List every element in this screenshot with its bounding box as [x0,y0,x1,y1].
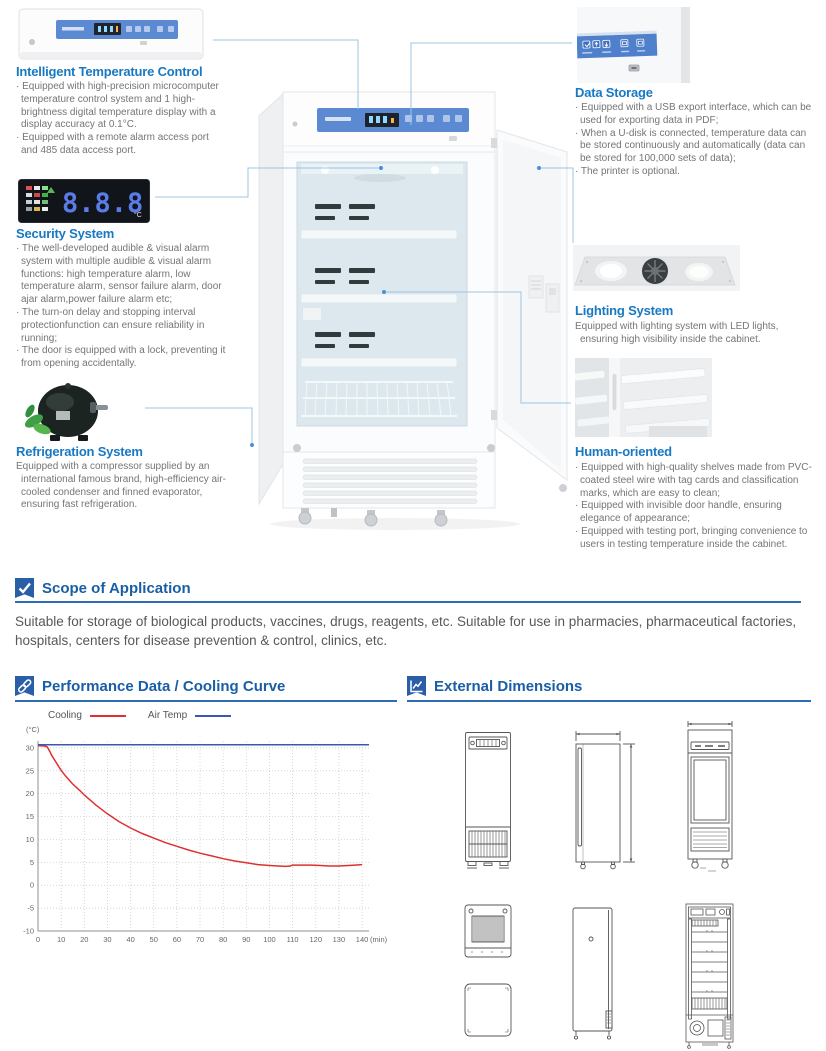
drawing-top-views [458,900,518,1042]
svg-text:70: 70 [196,935,204,944]
svg-text:80: 80 [219,935,227,944]
svg-text:30: 30 [103,935,111,944]
legend-label: Air Temp [147,710,188,721]
feature-bullet: · Equipped with a USB export interface, … [575,102,812,126]
svg-text:0: 0 [30,881,34,890]
dimension-drawings [410,704,816,1051]
dimensions-section-title: External Dimensions [434,677,583,695]
drawing-side-view [560,724,640,876]
chart-legend: Cooling Air Temp [48,710,232,721]
svg-text:130: 130 [333,935,346,944]
svg-text:110: 110 [287,935,299,944]
svg-text:40: 40 [126,935,134,944]
feature-bullet: · Equipped with high-quality shelves mad… [575,462,812,499]
link-icon [15,676,34,696]
scope-text: Suitable for storage of biological produ… [15,614,797,648]
feature-text-data-storage: · Equipped with a USB export interface, … [575,102,815,179]
drawing-front-view [678,716,742,876]
feature-bullet: · Equipped with testing port, bringing c… [575,525,808,550]
svg-text:10: 10 [26,835,34,844]
svg-text:-10: -10 [23,927,34,936]
drawing-rear-view [458,726,518,876]
svg-text:5: 5 [30,858,34,867]
svg-text:50: 50 [150,935,158,944]
led-ceiling-photo [573,245,740,291]
drawing-rear-open-view [678,900,742,1050]
feature-bullet: · Equipped with high-precision microcomp… [16,81,219,131]
performance-section-header: Performance Data / Cooling Curve [15,676,285,696]
feature-text-temperature-control: · Equipped with high-precision microcomp… [16,81,228,158]
svg-text:0: 0 [36,935,40,944]
feature-bullet: · When a U-disk is connected, temperatur… [575,127,807,165]
usb-export-panel-photo [577,7,690,83]
scope-section-header: Scope of Application [15,578,191,598]
feature-bullet: · Equipped with a remote alarm access po… [16,132,209,156]
svg-text:100: 100 [263,935,276,944]
feature-bullet: · The printer is optional. [575,165,680,177]
feature-paragraph: Equipped with lighting system with LED l… [575,321,779,345]
legend-line-cooling [89,714,126,717]
feature-title-lighting-system: Lighting System [575,303,674,318]
legend-line-airtemp [195,714,232,717]
compressor-photo [20,381,112,443]
svg-text:(min): (min) [370,935,388,944]
chart-icon [407,676,426,696]
svg-text:(°C): (°C) [26,725,40,734]
scope-section-rule [15,601,801,603]
svg-text:-5: -5 [27,904,34,913]
feature-text-lighting-system: Equipped with lighting system with LED l… [575,321,813,347]
feature-title-refrigeration-system: Refrigeration System [16,444,143,459]
feature-title-temperature-control: Intelligent Temperature Control [16,64,203,79]
feature-text-refrigeration-system: Equipped with a compressor supplied by a… [16,461,230,512]
legend-item-cooling: Cooling [48,710,126,721]
feature-text-human-oriented: · Equipped with high-quality shelves mad… [575,462,817,552]
svg-text:25: 25 [26,766,34,775]
shelves-photo [575,358,712,437]
feature-bullet: · The turn-on delay and stopping interva… [16,306,205,344]
feature-title-data-storage: Data Storage [575,85,653,100]
display-unit: °C [134,211,142,219]
svg-text:10: 10 [57,935,65,944]
drawing-door-view [562,902,624,1042]
svg-text:20: 20 [80,935,88,944]
feature-bullet: · The door is equipped with a lock, prev… [16,345,226,370]
svg-text:90: 90 [242,935,250,944]
svg-text:20: 20 [26,789,34,798]
temperature-display-photo: 8.8.8 °C [18,179,150,223]
feature-paragraph: Equipped with a compressor supplied by a… [16,461,226,511]
check-icon [15,578,34,598]
svg-text:140: 140 [356,935,369,944]
refrigerator-product-photo [245,80,575,530]
svg-text:120: 120 [310,935,323,944]
scope-section-title: Scope of Application [42,579,191,597]
legend-item-airtemp: Air Temp [147,710,232,721]
feature-bullet: · The well-developed audible & visual al… [16,243,222,306]
feature-title-security-system: Security System [16,226,115,241]
legend-label: Cooling [48,710,82,721]
feature-bullet: · Equipped with invisible door handle, e… [575,500,782,525]
temperature-controller-photo [18,6,204,62]
feature-title-human-oriented: Human-oriented [575,444,672,459]
display-digits: 8.8.8 [62,188,143,219]
dimensions-section-header: External Dimensions [407,676,582,696]
svg-text:60: 60 [173,935,181,944]
svg-text:30: 30 [26,743,34,752]
performance-section-title: Performance Data / Cooling Curve [42,677,286,695]
dimensions-section-rule [407,700,811,702]
svg-text:15: 15 [26,812,34,821]
feature-text-security-system: · The well-developed audible & visual al… [16,243,230,371]
drawing-caption [702,1043,718,1046]
performance-section-rule [15,700,397,702]
